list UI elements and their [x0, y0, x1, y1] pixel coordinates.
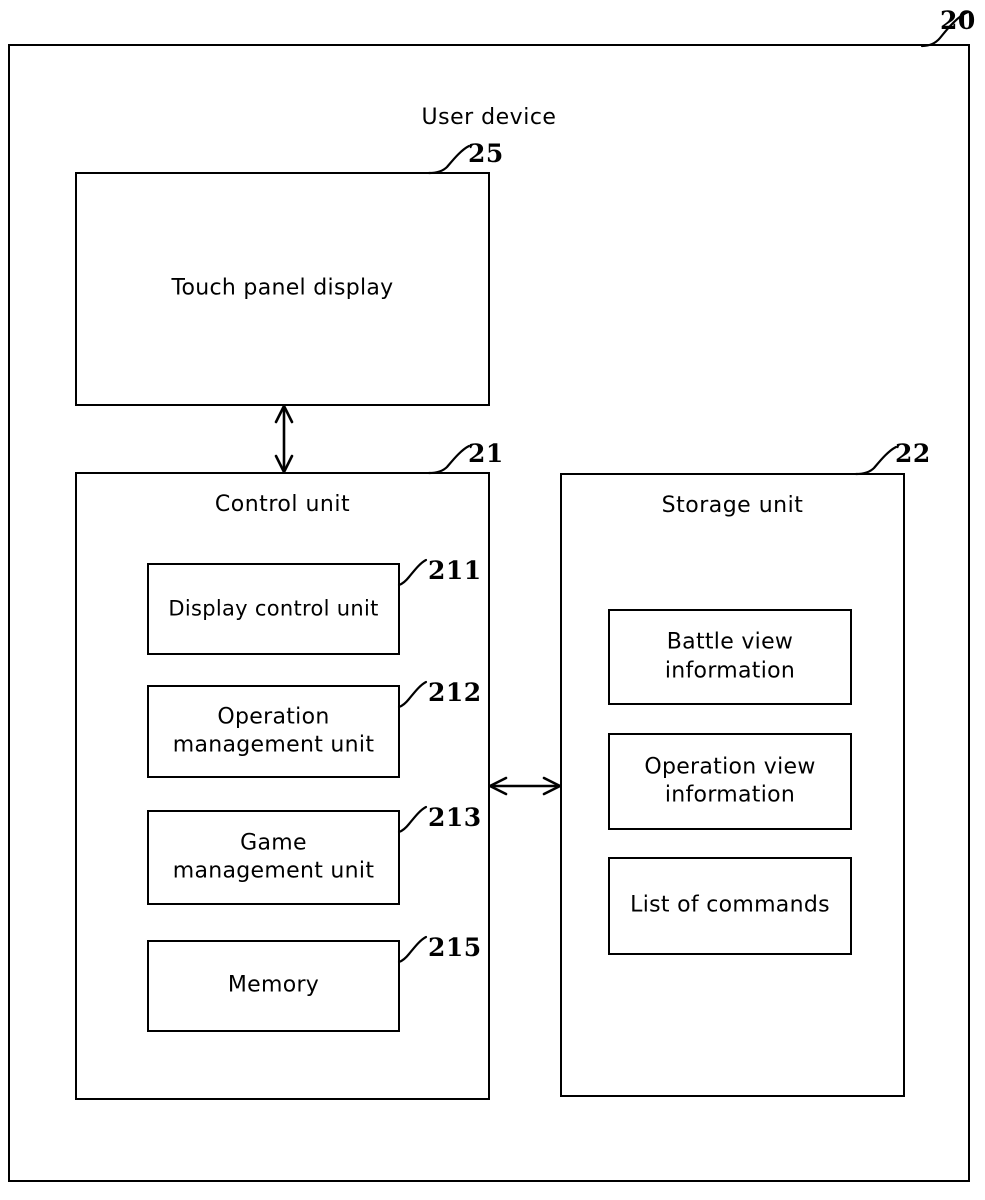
- user-device-title: User device: [421, 105, 557, 130]
- game-management-unit-box: Game management unit: [147, 810, 400, 905]
- display-control-unit-label: Display control unit: [168, 596, 379, 621]
- operation-view-information-box: Operation view information: [608, 733, 852, 830]
- ref-numeral-211: 211: [428, 556, 482, 585]
- ref-numeral-25: 25: [468, 139, 504, 168]
- ref-numeral-20: 20: [940, 6, 976, 35]
- ref-numeral-215: 215: [428, 933, 482, 962]
- display-control-unit-box: Display control unit: [147, 563, 400, 655]
- operation-management-unit-label: Operation management unit: [172, 703, 375, 758]
- control-unit-title: Control unit: [214, 492, 351, 517]
- memory-box: Memory: [147, 940, 400, 1032]
- battle-view-information-box: Battle view information: [608, 609, 852, 705]
- touch-panel-display-label: Touch panel display: [171, 275, 394, 301]
- ref-numeral-212: 212: [428, 678, 482, 707]
- operation-view-information-label: Operation view information: [644, 753, 816, 808]
- list-of-commands-label: List of commands: [630, 892, 830, 918]
- list-of-commands-box: List of commands: [608, 857, 852, 955]
- storage-unit-title: Storage unit: [661, 493, 804, 518]
- ref-numeral-213: 213: [428, 803, 482, 832]
- touch-panel-display-box: Touch panel display: [75, 172, 490, 406]
- ref-numeral-22: 22: [895, 439, 931, 468]
- memory-label: Memory: [227, 972, 320, 998]
- ref-numeral-21: 21: [468, 439, 504, 468]
- operation-management-unit-box: Operation management unit: [147, 685, 400, 778]
- battle-view-information-label: Battle view information: [664, 629, 796, 683]
- game-management-unit-label: Game management unit: [172, 829, 375, 884]
